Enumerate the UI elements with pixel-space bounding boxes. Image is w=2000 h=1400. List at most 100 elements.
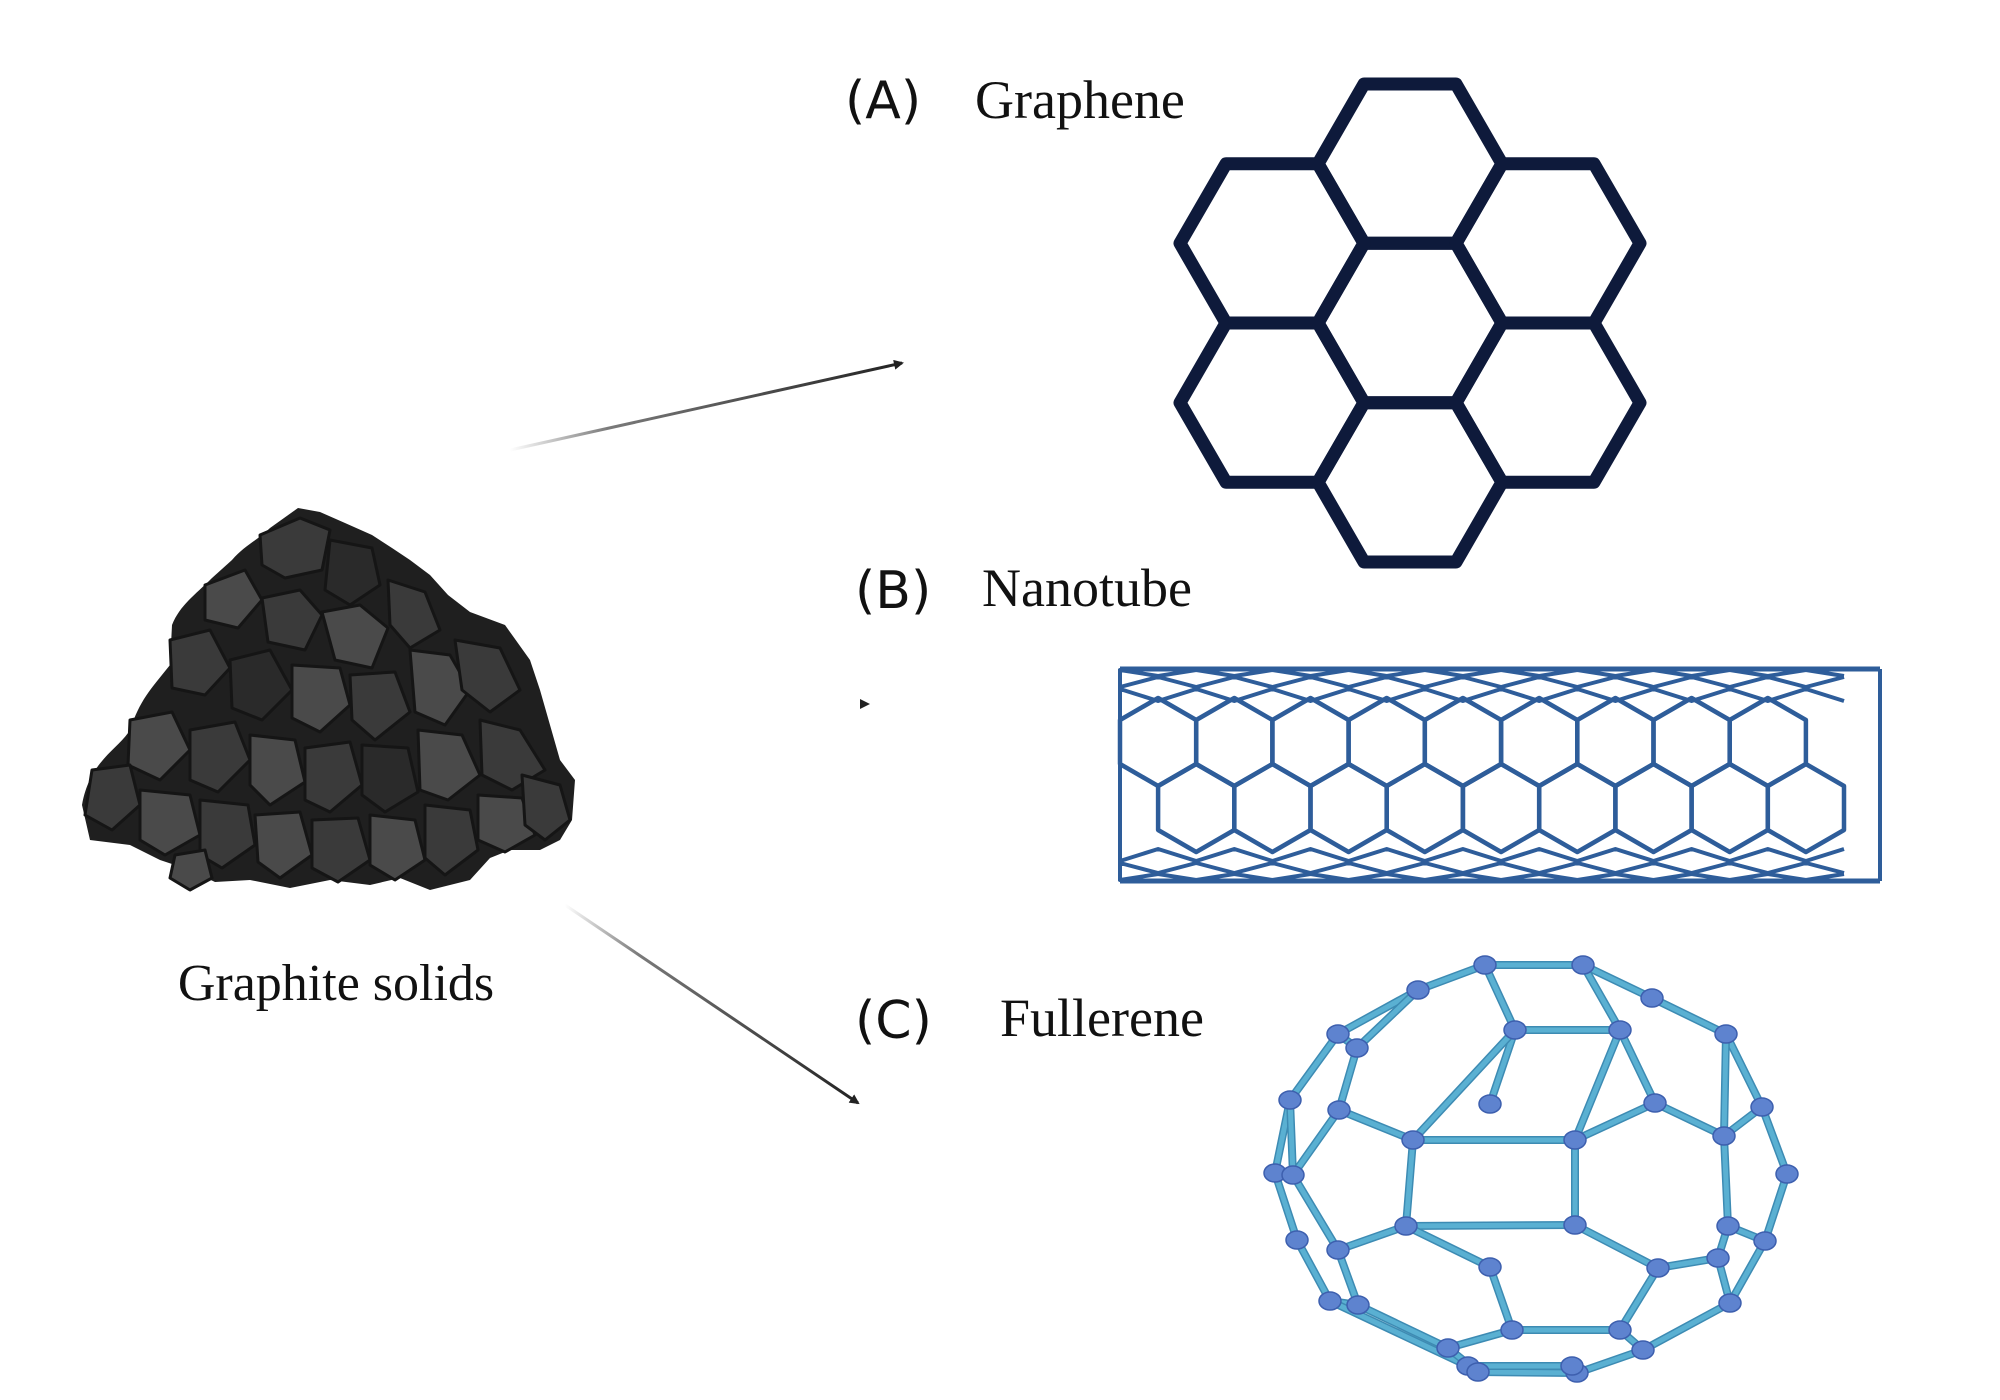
fullerene-atom bbox=[1478, 1257, 1502, 1277]
fullerene-atom bbox=[1466, 1362, 1490, 1382]
graphite-chunk bbox=[416, 728, 482, 802]
fullerene-atom bbox=[1563, 1130, 1587, 1150]
arrow-to-graphene bbox=[509, 359, 904, 452]
fullerene-bond bbox=[1355, 1302, 1451, 1351]
nanotube-icon bbox=[1117, 666, 1882, 884]
fullerene-bond bbox=[1487, 1027, 1518, 1107]
graphite-chunk bbox=[253, 810, 314, 880]
nanotube-hexagon bbox=[1308, 761, 1389, 855]
fullerene-bond bbox=[1272, 1170, 1300, 1243]
arrow-to-fullerene bbox=[564, 903, 860, 1105]
nanotube-name: Nanotube bbox=[982, 558, 1192, 618]
nanotube-hexagon bbox=[1155, 761, 1237, 855]
graphite-chunk bbox=[310, 816, 372, 884]
nanotube-edge-row bbox=[1118, 668, 1845, 678]
nanotube-hexagon bbox=[1384, 761, 1466, 855]
fullerene-atom bbox=[1281, 1165, 1305, 1185]
graphite-chunk bbox=[248, 733, 307, 807]
fullerene-atom bbox=[1326, 1240, 1350, 1260]
fullerene-bond bbox=[1487, 1264, 1515, 1333]
fullerene-bond bbox=[1403, 1222, 1578, 1229]
fullerene-bond bbox=[1482, 962, 1518, 1033]
fullerene-atom bbox=[1643, 1093, 1667, 1113]
fullerene-bond bbox=[1727, 1238, 1768, 1306]
graphene-hexagon bbox=[1449, 316, 1647, 489]
nanotube-edge-row bbox=[1118, 675, 1845, 689]
nanotube-edge-row bbox=[1118, 847, 1845, 863]
graphene-hexagon bbox=[1449, 157, 1647, 330]
fullerene-atom bbox=[1346, 1295, 1370, 1315]
graphite-chunk bbox=[126, 710, 192, 782]
graphite-chunk bbox=[83, 763, 142, 832]
nanotube-tag: (B) bbox=[855, 561, 931, 621]
graphite-chunk bbox=[188, 720, 252, 794]
fullerene-atom bbox=[1646, 1258, 1670, 1278]
fullerene-atom bbox=[1326, 1024, 1350, 1044]
graphite-chunk bbox=[290, 663, 352, 734]
fullerene-atom bbox=[1500, 1320, 1524, 1340]
graphene-hexagon bbox=[1173, 157, 1371, 330]
graphite-chunk bbox=[258, 516, 332, 580]
graphite-chunk bbox=[168, 848, 214, 892]
fullerene-bond bbox=[1617, 1265, 1661, 1333]
graphite-chunk bbox=[168, 628, 232, 697]
graphene-name: Graphene bbox=[975, 70, 1185, 130]
fullerene-bond bbox=[1759, 1104, 1790, 1177]
fullerene-atom bbox=[1394, 1216, 1418, 1236]
graphite-chunk bbox=[476, 793, 537, 854]
fullerene-atom bbox=[1753, 1231, 1777, 1251]
graphene-tag: (A) bbox=[845, 71, 921, 131]
nanotube-edge-row bbox=[1118, 872, 1845, 882]
graphite-chunk bbox=[360, 743, 420, 814]
graphite-chunk bbox=[228, 648, 294, 722]
fullerene-bond bbox=[1721, 1133, 1731, 1229]
graphene-hexagon bbox=[1173, 316, 1371, 489]
graphite-chunk bbox=[203, 568, 264, 630]
fullerene-atom bbox=[1712, 1126, 1736, 1146]
fullerene-atom bbox=[1318, 1291, 1342, 1311]
fullerene-atom bbox=[1608, 1020, 1632, 1040]
fullerene-atom bbox=[1750, 1097, 1774, 1117]
fullerene-bond bbox=[1354, 987, 1421, 1051]
fullerene-bond bbox=[1336, 1107, 1416, 1143]
nanotube-hexagon bbox=[1536, 761, 1618, 855]
graphite-chunk bbox=[453, 638, 522, 714]
fullerene-icon bbox=[1263, 955, 1799, 1383]
fullerene-bond bbox=[1572, 1027, 1623, 1143]
fullerene-bond bbox=[1572, 1100, 1658, 1143]
fullerene-atom bbox=[1718, 1293, 1742, 1313]
fullerene-bond bbox=[1723, 1031, 1765, 1110]
fullerene-atom bbox=[1406, 980, 1430, 1000]
fullerene-name: Fullerene bbox=[1000, 988, 1204, 1048]
fullerene-atom bbox=[1473, 955, 1497, 975]
fullerene-atom bbox=[1714, 1024, 1738, 1044]
graphite-chunk bbox=[198, 798, 257, 870]
fullerene-bond bbox=[1721, 1031, 1729, 1139]
graphite-chunk bbox=[260, 588, 324, 652]
fullerene-bond bbox=[1403, 1223, 1493, 1270]
fullerene-bond bbox=[1410, 1027, 1518, 1143]
fullerene-tag: (C) bbox=[855, 991, 932, 1051]
nanotube-hexagon bbox=[1460, 761, 1542, 855]
fullerene-bond bbox=[1617, 1027, 1658, 1106]
fullerene-bond bbox=[1475, 1369, 1580, 1376]
graphite-chunk bbox=[520, 773, 572, 842]
fullerene-atom bbox=[1478, 1094, 1502, 1114]
graphene-lattice-icon bbox=[1173, 77, 1647, 569]
fullerene-atom bbox=[1608, 1320, 1632, 1340]
fullerene-atom bbox=[1571, 955, 1595, 975]
fullerene-bond bbox=[1652, 1100, 1727, 1139]
fullerene-bond bbox=[1290, 1172, 1341, 1253]
arrows bbox=[509, 359, 904, 1105]
graphite-chunk bbox=[408, 648, 472, 727]
fullerene-atom bbox=[1436, 1338, 1460, 1358]
graphite-chunk bbox=[386, 578, 442, 650]
fullerene-atom bbox=[1401, 1130, 1425, 1150]
fullerene-bond bbox=[1640, 1300, 1733, 1353]
graphite-solids-label: Graphite solids bbox=[178, 955, 494, 1012]
fullerene-bond bbox=[1335, 1223, 1409, 1253]
fullerene-bond bbox=[1287, 1097, 1296, 1178]
nanotube-hexagon bbox=[1689, 761, 1771, 855]
graphite-chunk bbox=[368, 813, 427, 882]
